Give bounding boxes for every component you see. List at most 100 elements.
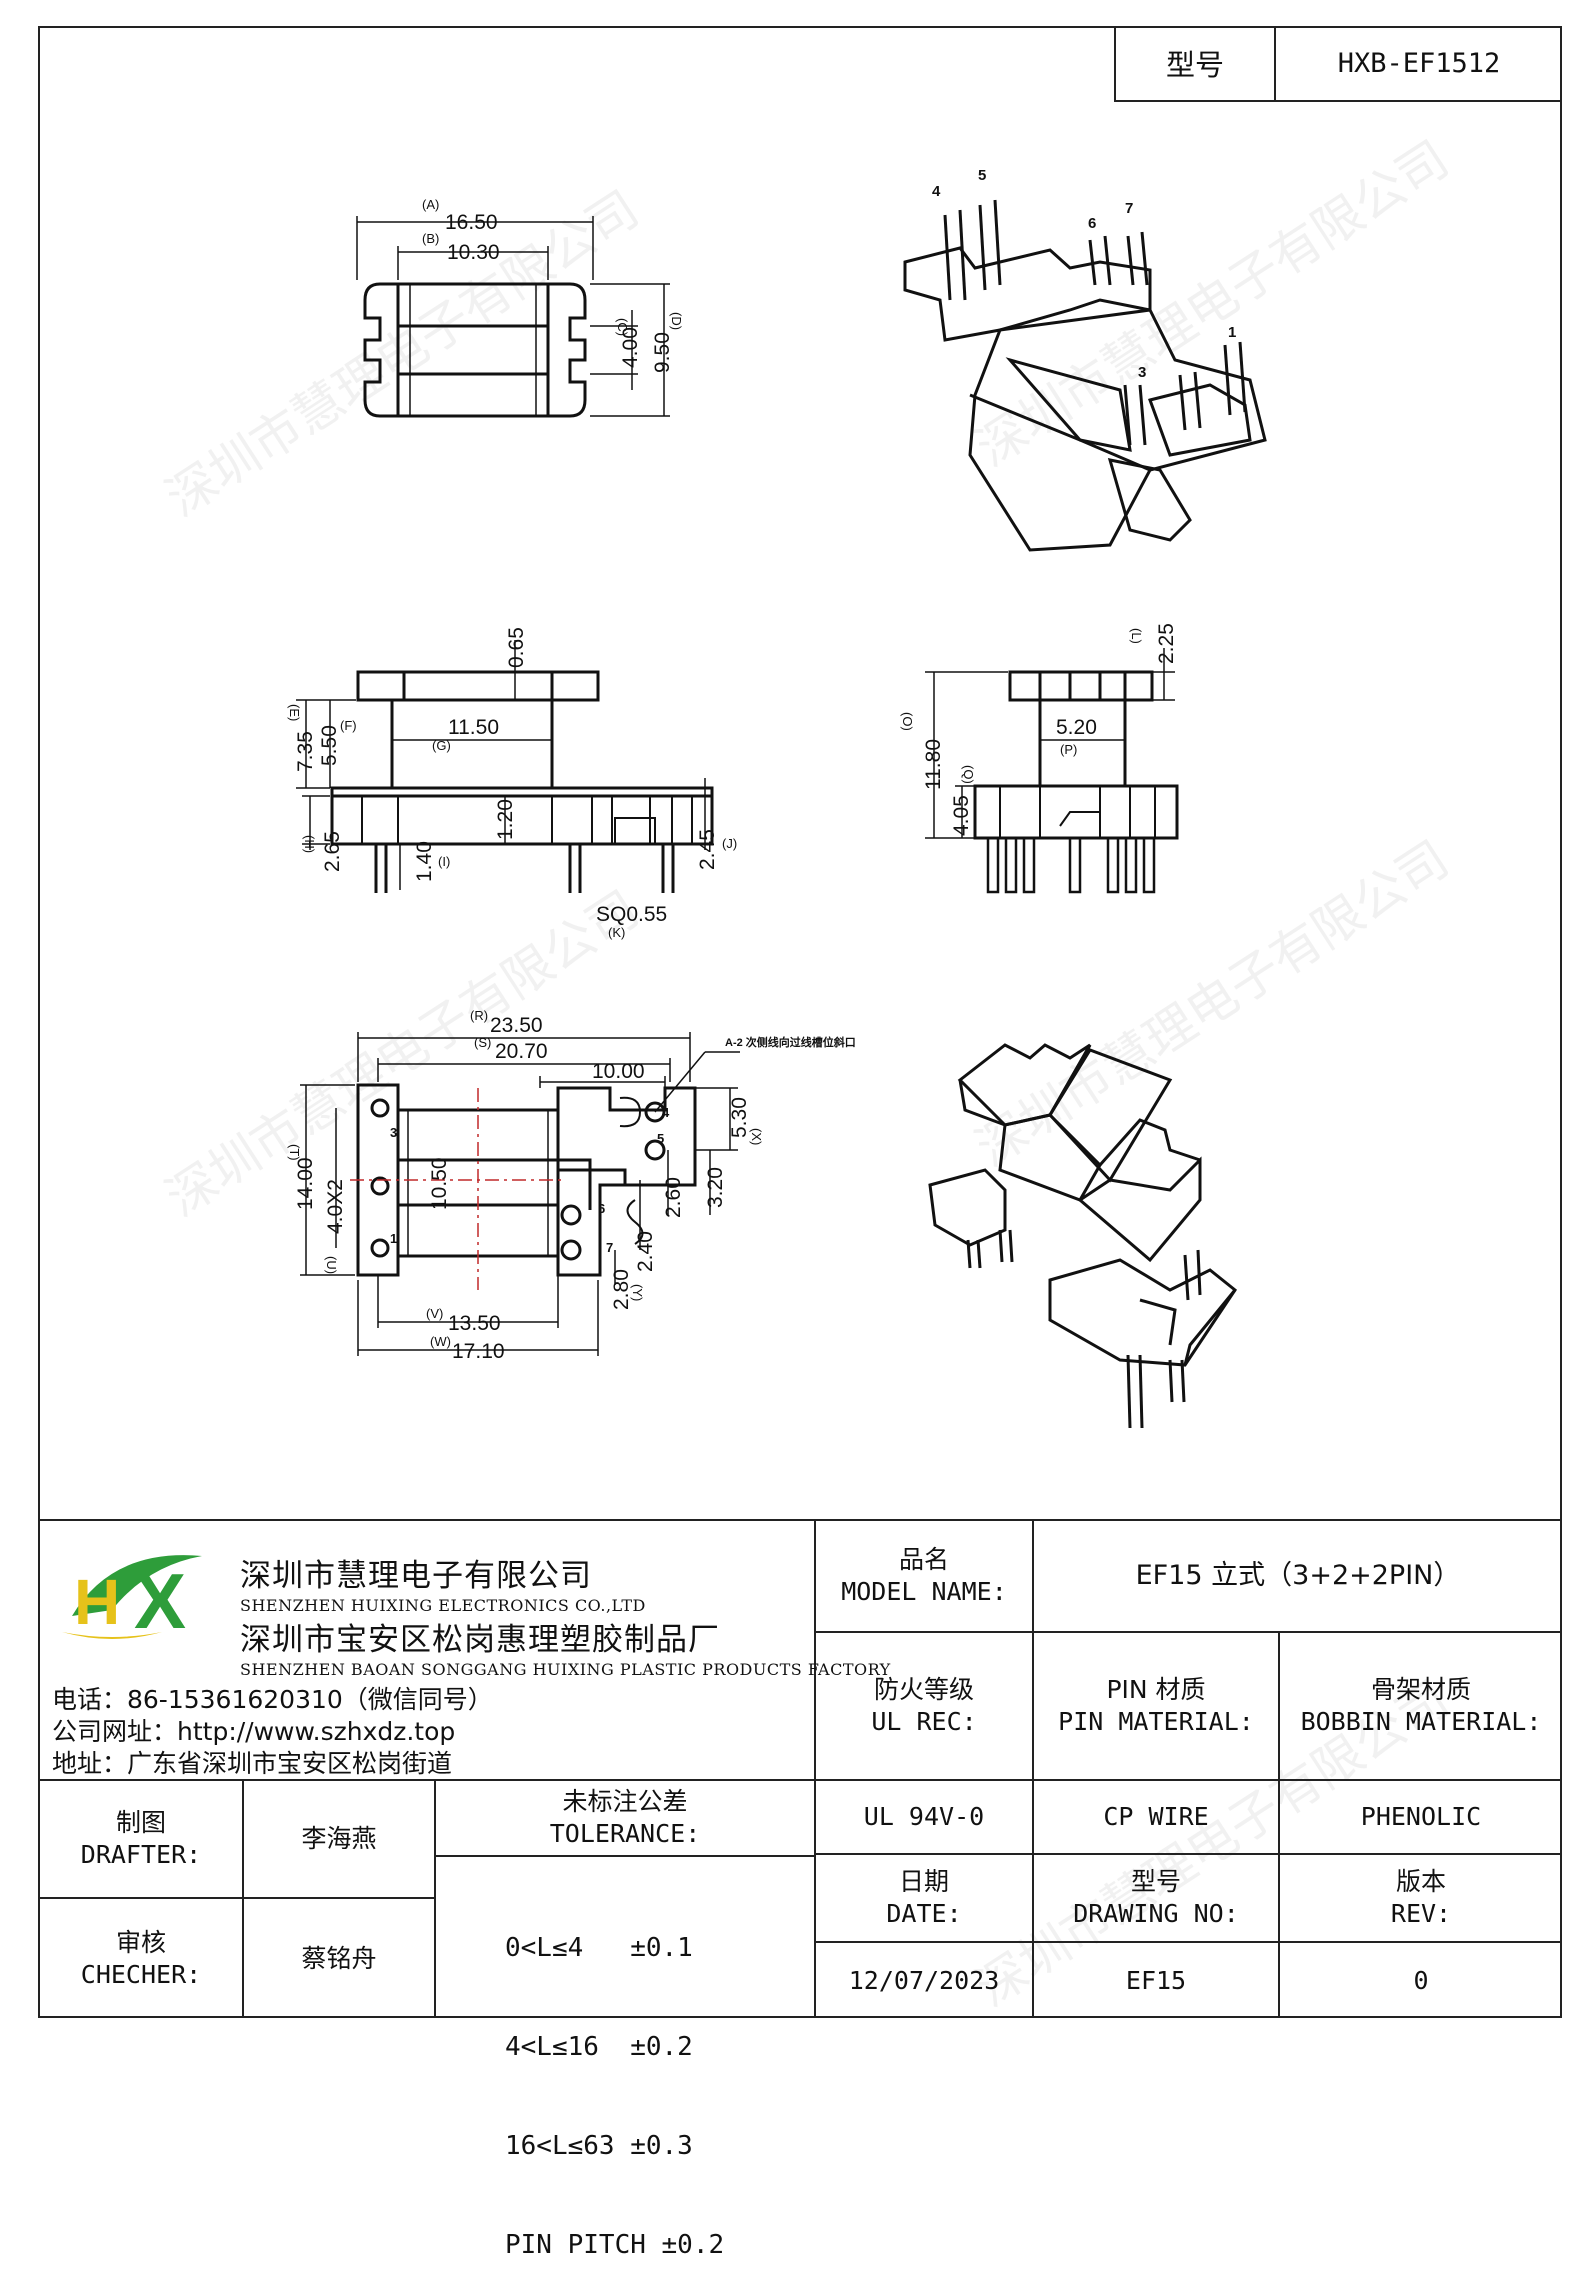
pin-label-3: 3 bbox=[390, 1125, 397, 1140]
dim-O-tag: (O) bbox=[900, 712, 915, 731]
pin-label-1: 1 bbox=[390, 1231, 397, 1246]
dim-F-tag: (F) bbox=[340, 718, 357, 733]
ul-rec-label: 防火等级 UL REC: bbox=[871, 1675, 977, 1736]
bottom-view-centerlines bbox=[350, 1088, 565, 1290]
dim-X-tag: (X) bbox=[749, 1128, 764, 1145]
model-name-value: EF15 立式（3+2+2PIN） bbox=[1135, 1560, 1461, 1591]
logo-letter-x: X bbox=[134, 1557, 186, 1645]
pin-label-7: 7 bbox=[1125, 200, 1133, 217]
drawing-no-value: EF15 bbox=[1125, 1965, 1187, 1995]
company-phone: 电话：86-15361620310（微信同号） bbox=[52, 1685, 493, 1714]
checker-label: 审核 CHECHER: bbox=[80, 1927, 202, 1989]
tolerance-line: 4<L≤16 ±0.2 bbox=[505, 2032, 693, 2062]
iso-view-top bbox=[903, 199, 1267, 552]
dim-Y-tag: (Y) bbox=[630, 1284, 645, 1301]
dim-R-tag: (R) bbox=[470, 1008, 488, 1023]
pin-material-label: PIN 材质 PIN MATERIAL: bbox=[1058, 1675, 1254, 1736]
dim-F: 5.50 bbox=[318, 725, 341, 766]
model-name-label: 品名 MODEL NAME: bbox=[841, 1545, 1007, 1606]
pin-label-5: 5 bbox=[978, 167, 986, 184]
dim-S-tag: (S) bbox=[474, 1035, 491, 1050]
drawing-sheet bbox=[38, 26, 1562, 2018]
tolerance-line: 16<L≤63 ±0.3 bbox=[505, 2131, 693, 2161]
dim-P-tag: (P) bbox=[1060, 742, 1077, 757]
dim-Q-tag: (Q) bbox=[961, 765, 976, 784]
factory-name-en: SHENZHEN BAOAN SONGGANG HUIXING PLASTIC … bbox=[240, 1660, 891, 1679]
dim-T: 14.00 bbox=[294, 1157, 317, 1210]
dim-K-tag: (K) bbox=[608, 925, 625, 940]
pin-material-value: CP WIRE bbox=[1103, 1802, 1209, 1831]
dim-J-tag: (J) bbox=[722, 836, 737, 851]
ul-rec-value: UL 94V-0 bbox=[863, 1802, 985, 1831]
end-view-dimensions bbox=[925, 648, 1175, 839]
dim-A-tag: (A) bbox=[422, 197, 439, 212]
dim-A: 16.50 bbox=[445, 211, 498, 234]
dim-120: 1.20 bbox=[494, 799, 517, 840]
title-block bbox=[38, 1519, 1562, 2018]
side-view bbox=[330, 670, 714, 893]
dim-H-tag: (H) bbox=[302, 835, 317, 853]
dim-260: 2.60 bbox=[662, 1177, 685, 1218]
pin-label-3: 3 bbox=[1138, 364, 1146, 381]
dim-065: 0.65 bbox=[505, 627, 528, 668]
dim-320: 3.20 bbox=[704, 1167, 727, 1208]
checker-name: 蔡铭舟 bbox=[301, 1943, 377, 1973]
dim-T-tag: (T) bbox=[287, 1144, 302, 1161]
side-view-dimensions bbox=[296, 640, 706, 890]
dim-I-tag: (I) bbox=[438, 854, 450, 869]
factory-name-cn: 深圳市宝安区松岗惠理塑胶制品厂 bbox=[240, 1622, 720, 1658]
top-view bbox=[363, 282, 587, 418]
pin-label-5: 5 bbox=[657, 1131, 664, 1146]
dim-C-tag: (C) bbox=[615, 318, 630, 336]
dim-G: 11.50 bbox=[448, 716, 499, 739]
dim-C: 4.00 bbox=[619, 327, 642, 368]
pin-label-4: 4 bbox=[662, 1105, 670, 1120]
iso-view-bottom bbox=[928, 1043, 1238, 1429]
pin-label-6: 6 bbox=[1088, 215, 1096, 232]
rev-value: 0 bbox=[1413, 1965, 1429, 1995]
dim-280: 2.80 bbox=[610, 1269, 633, 1310]
dim-E-tag: (E) bbox=[287, 704, 302, 721]
bottom-view-dimensions bbox=[300, 1032, 740, 1356]
dim-Q: 4.05 bbox=[950, 795, 973, 836]
dim-J: 2.45 bbox=[696, 829, 719, 870]
date-value: 12/07/2023 bbox=[848, 1965, 1000, 1995]
pin-label-6: 6 bbox=[598, 1201, 605, 1216]
header-model-value: HXB-EF1512 bbox=[1337, 47, 1501, 79]
company-name-en: SHENZHEN HUIXING ELECTRONICS CO.,LTD bbox=[240, 1596, 646, 1615]
header-model-box: 型号 HXB-EF1512 bbox=[1114, 26, 1562, 102]
dim-U-tag: (U) bbox=[324, 1256, 339, 1274]
date-label: 日期 DATE: bbox=[886, 1867, 962, 1928]
end-view bbox=[973, 670, 1179, 894]
company-logo: H X bbox=[62, 1555, 202, 1645]
dim-W-tag: (W) bbox=[430, 1334, 451, 1349]
company-website: 公司网址：http://www.szhxdz.top bbox=[52, 1717, 456, 1746]
tolerance-line: 0<L≤4 ±0.1 bbox=[505, 1933, 693, 1963]
tolerance-label: 未标注公差 TOLERANCE: bbox=[549, 1787, 701, 1848]
dim-H: 2.65 bbox=[321, 831, 344, 872]
pin-label-7: 7 bbox=[606, 1240, 613, 1255]
tolerance-line: PIN PITCH ±0.2 bbox=[505, 2230, 725, 2260]
pin-label-4: 4 bbox=[932, 183, 941, 200]
dim-1050: 10.50 bbox=[428, 1157, 451, 1210]
dim-S: 20.70 bbox=[495, 1040, 548, 1063]
dim-E: 7.35 bbox=[294, 731, 317, 772]
drafter-label: 制图 DRAFTER: bbox=[80, 1808, 202, 1869]
company-address: 地址：广东省深圳市宝安区松岗街道 bbox=[52, 1749, 453, 1778]
top-view-dimensions bbox=[356, 216, 670, 417]
dim-R: 23.50 bbox=[490, 1014, 543, 1037]
company-name-cn: 深圳市慧理电子有限公司 bbox=[240, 1558, 592, 1594]
dim-G-tag: (G) bbox=[432, 738, 451, 753]
dim-V: 13.50 bbox=[448, 1312, 501, 1335]
tolerance-table: 0<L≤4 ±0.1 4<L≤16 ±0.2 16<L≤63 ±0.3 PIN … bbox=[505, 1866, 724, 2295]
dim-240: 2.40 bbox=[634, 1231, 657, 1272]
drawing-no-label: 型号 DRAWING NO: bbox=[1073, 1867, 1239, 1928]
logo-letter-h: H bbox=[74, 1566, 120, 1638]
rev-label: 版本 REV: bbox=[1390, 1867, 1452, 1928]
dim-1000: 10.00 bbox=[592, 1060, 645, 1083]
dim-W: 17.10 bbox=[452, 1340, 505, 1363]
bobbin-material-value: PHENOLIC bbox=[1360, 1802, 1482, 1831]
dim-pitch: 4.0X2 bbox=[324, 1179, 347, 1234]
dim-530: 5.30 bbox=[728, 1097, 751, 1138]
dim-V-tag: (V) bbox=[426, 1306, 443, 1321]
